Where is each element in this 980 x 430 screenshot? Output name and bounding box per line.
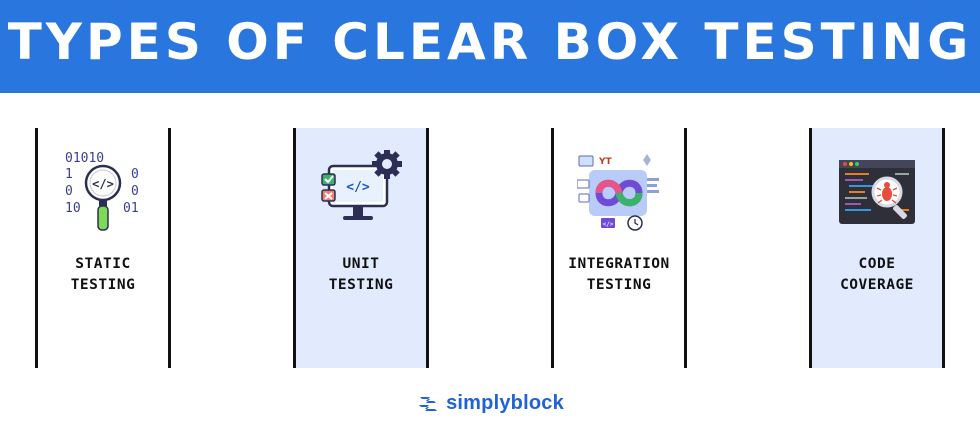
card-label: CODE COVERAGE — [802, 254, 952, 296]
svg-text:</>: </> — [603, 221, 614, 228]
binary-row-5: 0 — [131, 184, 139, 199]
card-code-coverage: CODE COVERAGE — [809, 128, 945, 368]
card-label-line2: COVERAGE — [840, 277, 914, 293]
svg-text:</>: </> — [92, 177, 114, 191]
simplyblock-logo-icon — [419, 397, 438, 411]
brand-name: simplyblock — [446, 391, 564, 414]
binary-row-7: 01 — [123, 201, 139, 216]
card-label-line1: UNIT — [342, 256, 380, 272]
binary-magnifier-icon: 01010 1 0 0 0 10 01 </> — [65, 151, 139, 231]
binary-row-3: 0 — [131, 167, 139, 182]
binary-row-6: 10 — [65, 201, 81, 216]
card-integration-testing: YT </> INTEGRATION TESTING — [551, 128, 687, 368]
card-label: INTEGRATION TESTING — [544, 254, 694, 296]
monitor-code-gear-icon: </> — [321, 150, 402, 220]
card-label-line1: INTEGRATION — [568, 256, 670, 272]
binary-row-2: 1 — [65, 167, 73, 182]
brand-footer: simplyblock — [0, 388, 980, 418]
card-label-line2: TESTING — [70, 277, 136, 293]
infinity-devops-icon: YT </> — [577, 154, 659, 231]
page-title: TYPES OF CLEAR BOX TESTING — [7, 13, 973, 71]
binary-row-4: 0 — [65, 184, 73, 199]
card-label-line1: STATIC — [75, 256, 131, 272]
card-label-line1: CODE — [858, 256, 896, 272]
title-banner: TYPES OF CLEAR BOX TESTING — [0, 0, 980, 93]
card-label-line2: TESTING — [328, 277, 394, 293]
svg-text:</>: </> — [346, 180, 370, 195]
card-unit-testing: </> UNIT TESTING — [293, 128, 429, 368]
binary-row-1: 01010 — [65, 151, 104, 166]
card-label-line2: TESTING — [586, 277, 652, 293]
card-label: UNIT TESTING — [286, 254, 436, 296]
svg-text:YT: YT — [598, 157, 613, 167]
code-bug-magnifier-icon — [839, 160, 915, 224]
card-label: STATIC TESTING — [28, 254, 178, 296]
card-static-testing: 01010 1 0 0 0 10 01 </> STATIC TESTING — [35, 128, 171, 368]
